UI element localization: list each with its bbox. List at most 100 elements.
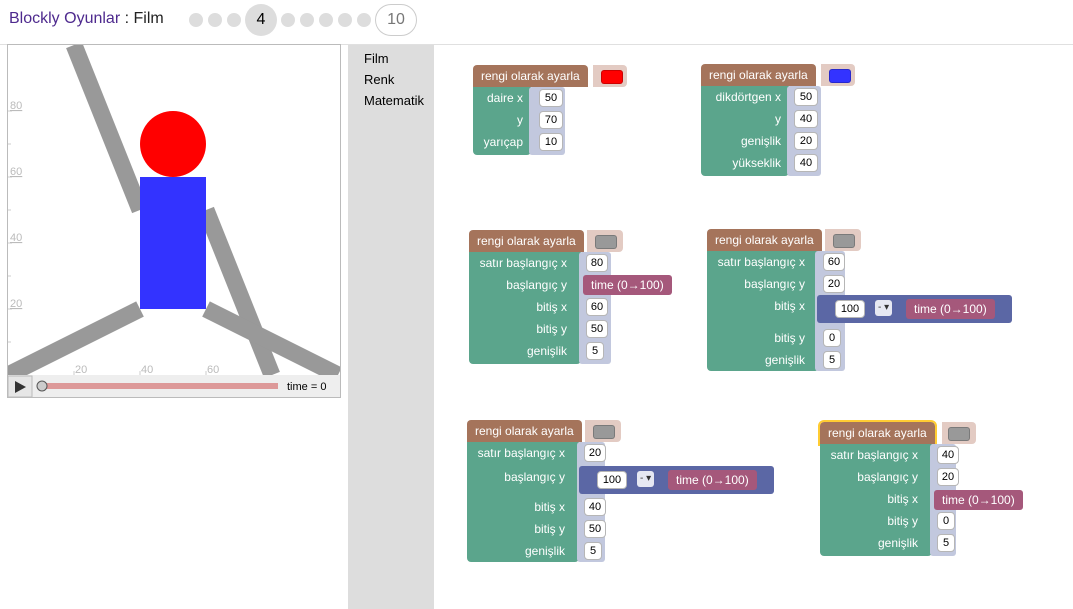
value-end-x[interactable]: 40 — [584, 498, 606, 516]
set-color-hat: rengi olarak ayarla — [467, 420, 582, 442]
toolbox-category-film[interactable]: Film — [364, 51, 389, 66]
toolbox-category-matematik[interactable]: Matematik — [364, 93, 424, 108]
y-tick-60: 60 — [10, 166, 22, 178]
value-start-x[interactable]: 20 — [584, 444, 606, 462]
value-rect-height[interactable]: 40 — [794, 154, 818, 172]
level-dot-7[interactable] — [319, 13, 333, 27]
value-minuend[interactable]: 100 — [597, 471, 627, 489]
y-tick-80: 80 — [10, 100, 22, 112]
header: Blockly Oyunlar : Film 4 10 — [0, 0, 1073, 40]
label-end-x: bitiş x — [534, 500, 565, 514]
value-rect-x[interactable]: 50 — [794, 88, 818, 106]
label-end-x: bitiş x — [536, 300, 567, 314]
value-start-x[interactable]: 60 — [823, 253, 845, 271]
label-start-x: satır başlangıç x — [477, 446, 565, 460]
app-link[interactable]: Blockly Oyunlar — [9, 10, 121, 27]
value-start-x[interactable]: 40 — [937, 446, 959, 464]
toolbox-category-renk[interactable]: Renk — [364, 72, 395, 87]
value-end-y[interactable]: 50 — [584, 520, 606, 538]
label-start-y: başlangıç y — [506, 278, 567, 292]
value-minuend[interactable]: 100 — [835, 300, 865, 318]
value-radius[interactable]: 10 — [539, 133, 563, 151]
value-width[interactable]: 5 — [937, 534, 955, 552]
label-rect-width: genişlik — [740, 134, 781, 148]
line-arm-right — [198, 206, 280, 379]
set-color-hat: rengi olarak ayarla — [818, 420, 937, 446]
level-dot-5[interactable] — [281, 13, 295, 27]
block-body — [469, 252, 581, 364]
time-variable[interactable]: time (0→100) — [668, 470, 757, 490]
level-dot-6[interactable] — [300, 13, 314, 27]
operator-dropdown[interactable]: - ▾ — [637, 471, 655, 487]
block-body — [467, 442, 579, 562]
time-slider-track[interactable] — [40, 383, 278, 389]
value-start-y[interactable]: 20 — [823, 275, 845, 293]
value-start-x[interactable]: 80 — [586, 254, 608, 272]
value-end-y[interactable]: 0 — [823, 329, 841, 347]
color-swatch[interactable] — [601, 70, 623, 84]
color-swatch[interactable] — [829, 69, 851, 83]
label-end-x: bitiş x — [774, 299, 805, 313]
head-circle — [140, 111, 206, 177]
color-swatch[interactable] — [595, 235, 617, 249]
set-color-hat: rengi olarak ayarla — [707, 229, 822, 251]
label-width: genişlik — [524, 544, 565, 558]
label-start-y: başlangıç y — [744, 277, 805, 291]
color-swatch[interactable] — [833, 234, 855, 248]
toolbox: Film Renk Matematik — [348, 45, 434, 609]
value-circle-y[interactable]: 70 — [539, 111, 563, 129]
label-end-y: bitiş y — [887, 514, 918, 528]
value-end-x[interactable]: 60 — [586, 298, 608, 316]
color-swatch[interactable] — [593, 425, 615, 439]
level-current[interactable]: 4 — [245, 4, 277, 36]
level-dot-8[interactable] — [338, 13, 352, 27]
grid — [8, 110, 273, 375]
value-width[interactable]: 5 — [823, 351, 841, 369]
time-variable[interactable]: time (0→100) — [583, 275, 672, 295]
circle-block[interactable]: rengi olarak ayarla daire x 50 y 70 yarı… — [473, 65, 633, 157]
level-dot-2[interactable] — [208, 13, 222, 27]
block-body — [820, 444, 932, 556]
body-rectangle — [140, 177, 206, 309]
block-body — [701, 86, 789, 176]
color-swatch[interactable] — [948, 427, 970, 441]
x-tick-20: 20 — [75, 364, 87, 376]
line-block-3[interactable]: rengi olarak ayarla satır başlangıç x 20… — [467, 420, 777, 566]
block-body — [707, 251, 819, 371]
value-width[interactable]: 5 — [584, 542, 602, 560]
value-start-y[interactable]: 20 — [937, 468, 959, 486]
title-separator: : — [120, 10, 134, 27]
line-block-2[interactable]: rengi olarak ayarla satır başlangıç x 60… — [707, 229, 1017, 375]
level-dot-3[interactable] — [227, 13, 241, 27]
label-end-x: bitiş x — [887, 492, 918, 506]
time-slider-thumb[interactable] — [36, 380, 48, 392]
line-arm-upper — [66, 45, 148, 214]
value-end-y[interactable]: 0 — [937, 512, 955, 530]
operator-symbol: - — [878, 302, 882, 313]
value-rect-width[interactable]: 20 — [794, 132, 818, 150]
value-width[interactable]: 5 — [586, 342, 604, 360]
level-dot-9[interactable] — [357, 13, 371, 27]
operator-dropdown[interactable]: - ▾ — [875, 300, 893, 316]
label-rect-y: y — [775, 112, 781, 126]
time-variable[interactable]: time (0→100) — [934, 490, 1023, 510]
label-circle-x: daire x — [486, 91, 523, 105]
value-rect-y[interactable]: 40 — [794, 110, 818, 128]
time-variable[interactable]: time (0→100) — [906, 299, 995, 319]
label-start-y: başlangıç y — [857, 470, 918, 484]
line-block-1[interactable]: rengi olarak ayarla satır başlangıç x 80… — [469, 230, 679, 365]
line-block-4[interactable]: rengi olarak ayarla satır başlangıç x 40… — [818, 420, 1030, 557]
rectangle-block[interactable]: rengi olarak ayarla dikdörtgen x 50 y 40… — [701, 64, 871, 180]
game-name: Film — [133, 10, 164, 27]
label-radius: yarıçap — [483, 135, 523, 149]
label-start-x: satır başlangıç x — [479, 256, 567, 270]
level-selector: 4 10 — [188, 4, 417, 36]
operator-symbol: - — [640, 473, 644, 484]
line-leg-left — [8, 301, 144, 383]
value-circle-x[interactable]: 50 — [539, 89, 563, 107]
label-rect-height: yükseklik — [732, 156, 781, 170]
value-end-y[interactable]: 50 — [586, 320, 608, 338]
play-button[interactable] — [8, 375, 33, 397]
level-last[interactable]: 10 — [375, 4, 417, 36]
level-dot-1[interactable] — [189, 13, 203, 27]
